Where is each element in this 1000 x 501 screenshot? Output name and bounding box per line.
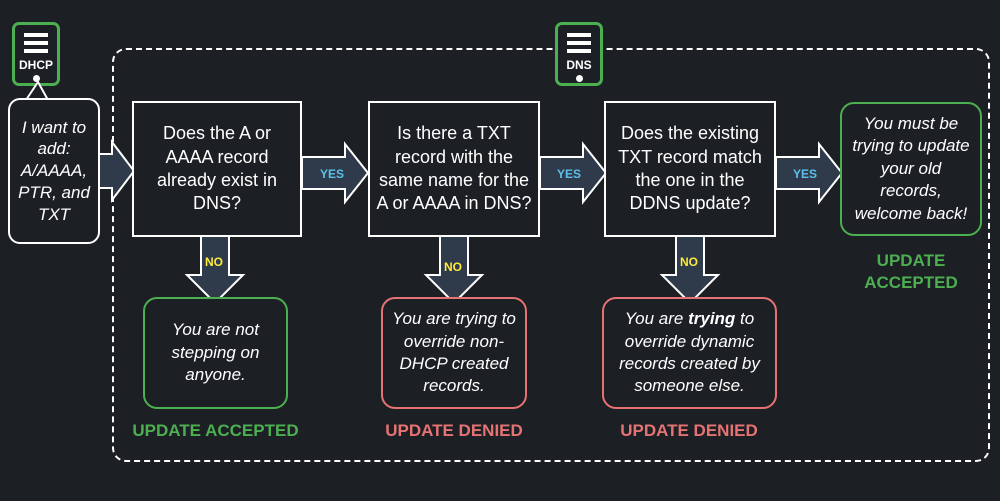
result-box-final: You must be trying to update your old re… [840,102,982,236]
status-final: UPDATE ACCEPTED [864,251,958,292]
yes-label-3: YES [793,167,817,181]
dhcp-request-bubble: I want to add: A/AAAA, PTR, and TXT [8,98,100,244]
question-box-1: Does the A or AAAA record already exist … [132,101,302,237]
result-text-q3: You are trying to override dynamic recor… [619,309,760,396]
arrow-q2-yes [539,141,608,205]
status-q1: UPDATE ACCEPTED [132,421,299,440]
no-label-3: NO [680,255,698,269]
question-text-3: Does the existing TXT record match the o… [618,123,762,214]
yes-label-2: YES [557,167,581,181]
arrow-q3-yes [775,141,844,205]
dns-server-icon: DNS [555,22,603,86]
arrow-q1-no [184,235,246,305]
dhcp-request-text: I want to add: A/AAAA, PTR, and TXT [18,117,90,224]
question-text-1: Does the A or AAAA record already exist … [156,123,278,214]
result-text-q1: You are not stepping on anyone. [171,320,260,385]
status-q2: UPDATE DENIED [385,421,523,440]
result-box-q2: You are trying to override non-DHCP crea… [381,297,527,409]
status-q3: UPDATE DENIED [620,421,758,440]
arrow-q3-no [659,235,721,305]
question-text-2: Is there a TXT record with the same name… [376,123,532,214]
question-box-3: Does the existing TXT record match the o… [604,101,776,237]
no-label-1: NO [205,255,223,269]
result-box-q1: You are not stepping on anyone. [143,297,288,409]
no-label-2: NO [444,260,462,274]
dns-label: DNS [566,58,592,72]
dhcp-label: DHCP [18,58,53,72]
question-box-2: Is there a TXT record with the same name… [368,101,540,237]
result-text-final: You must be trying to update your old re… [852,113,970,223]
result-text-q2: You are trying to override non-DHCP crea… [392,309,516,396]
yes-label-1: YES [320,167,344,181]
arrow-q2-no [423,235,485,305]
result-box-q3: You are trying to override dynamic recor… [602,297,777,409]
arrow-q1-yes [301,141,370,205]
dns-boundary [112,48,990,462]
